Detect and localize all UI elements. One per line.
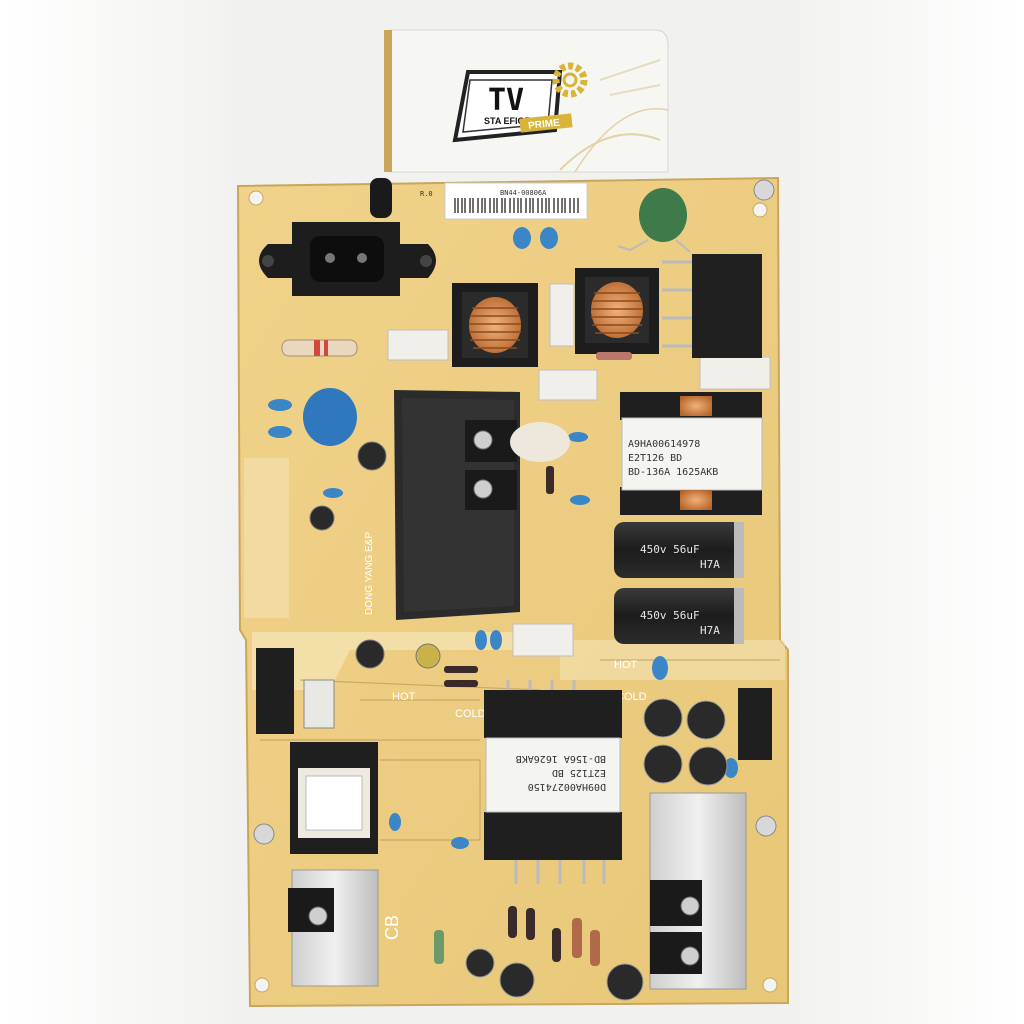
common-mode-choke-1 — [452, 283, 538, 367]
bulk-capacitor-2: 450v 56uF H7A — [614, 588, 744, 644]
tv-badge: TV STA EFIGENIA PRIME — [452, 70, 573, 143]
common-mode-choke-2 — [575, 268, 659, 354]
gear-icon — [552, 62, 588, 98]
barcode-revision: R.0 — [420, 190, 433, 198]
secondary-heatsink-right — [649, 792, 747, 990]
varistor — [303, 388, 357, 446]
ntc-thermistor — [617, 188, 691, 253]
bridge-rectifier — [662, 254, 762, 358]
pfc-label-line3: BD-136A 1625AKB — [628, 467, 718, 478]
pfc-transformer: A9HA00614978 E2T126 BD BD-136A 1625AKB — [620, 392, 763, 515]
barcode-text: BN44-00806A — [500, 189, 547, 197]
silk-hot-right: HOT — [614, 659, 638, 671]
pfc-label-line2: E2T126 BD — [628, 453, 682, 464]
logo-tv-text: TV — [488, 83, 524, 118]
cap1-rating: 450v 56uF — [640, 543, 700, 556]
fuse — [281, 339, 358, 357]
ac-inlet — [259, 178, 436, 296]
main-transformer: D09HA00274150 E2T125 BD BD-156A 1626AKB — [484, 680, 622, 884]
main-tx-label-line1: D09HA00274150 — [528, 781, 606, 792]
main-tx-label-line2: E2T125 BD — [552, 767, 606, 778]
silk-cold-right: COLD — [616, 691, 647, 703]
primary-heatsink — [394, 390, 570, 620]
pfc-label-line1: A9HA00614978 — [628, 439, 700, 450]
blue-capacitors — [268, 227, 738, 849]
barcode-sticker: BN44-00806A R.0 — [420, 182, 588, 220]
secondary-heatsink-left — [288, 869, 379, 987]
ground-lugs — [253, 179, 777, 845]
connectors — [256, 648, 772, 760]
cap1-series: H7A — [700, 558, 720, 571]
cap2-rating: 450v 56uF — [640, 609, 700, 622]
cap2-series: H7A — [700, 624, 720, 637]
silk-hot-left: HOT — [392, 691, 416, 703]
main-tx-label-line3: BD-156A 1626AKB — [516, 753, 606, 764]
silk-cb: CB — [382, 915, 402, 940]
silk-cold-left: COLD — [455, 708, 486, 720]
ceramic-resistors — [387, 283, 771, 657]
logo-brand-text: PRIME — [528, 118, 561, 132]
bulk-capacitor-1: 450v 56uF H7A — [614, 522, 744, 578]
logo-location-text: STA EFIGENIA — [484, 116, 547, 126]
small-resistors — [434, 352, 632, 966]
silk-dongyang: DONG YANG E&P — [364, 532, 375, 615]
standby-transformer — [290, 742, 378, 854]
logo-card: TV STA EFIGENIA PRIME — [384, 29, 669, 173]
small-electrolytics — [309, 441, 728, 1001]
